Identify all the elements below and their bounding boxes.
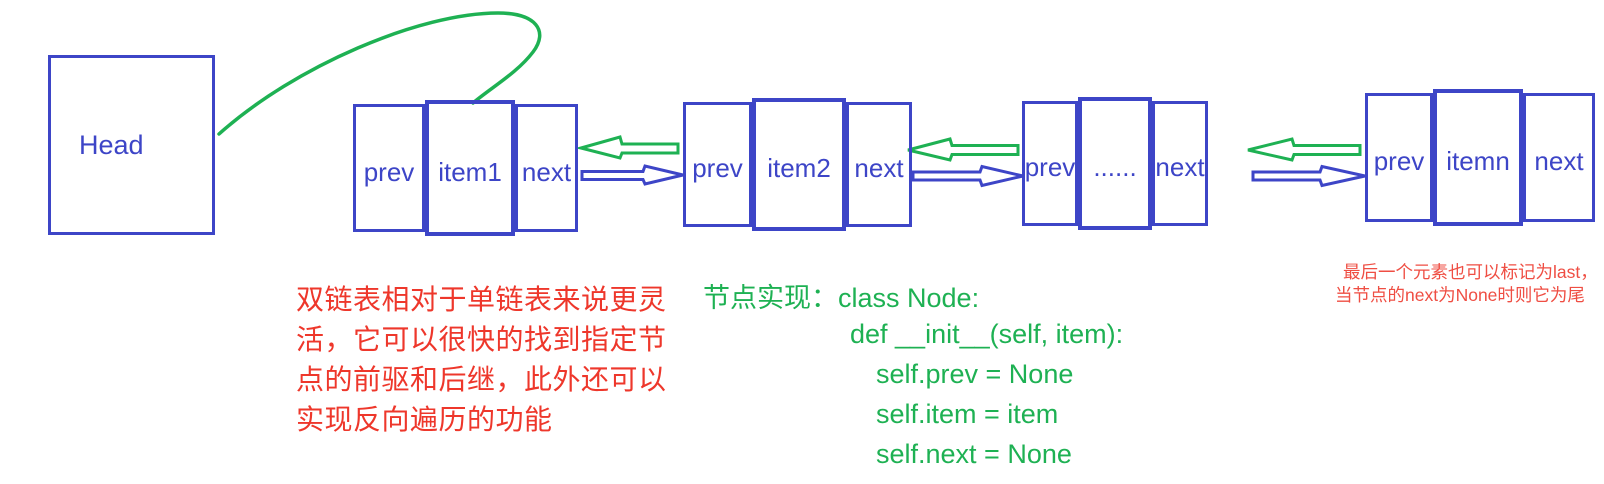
last-note-line: 最后一个元素也可以标记为last， [1343, 262, 1598, 282]
node3-prev-label: prev [1024, 152, 1076, 182]
node2-next-cell: next [846, 102, 912, 227]
prev-link-left-arrow-icon-1 [575, 135, 680, 160]
node1-prev-cell: prev [353, 104, 425, 232]
doubly-linked-list-description: 双链表相对于单链表来说更灵 活，它可以很快的找到指定节 点的前驱和后继，此外还可… [296, 280, 667, 440]
next-link-right-arrow-icon-1 [580, 164, 684, 186]
code-line-init: def __init__(self, item): [850, 319, 1124, 349]
code-line-self-next: self.next = None [876, 439, 1072, 469]
head-node-box: Head [48, 55, 215, 235]
last-node-note: 最后一个元素也可以标记为last， 当节点的next为None时则它为尾 [1335, 261, 1598, 307]
list-node-3: prev ...... next [1022, 97, 1208, 230]
code-line-self-item: self.item = item [876, 399, 1059, 429]
node1-next-label: next [521, 156, 572, 187]
node1-next-cell: next [515, 104, 578, 232]
description-line: 点的前驱和后继，此外还可以 [296, 364, 667, 395]
node2-item-label: item2 [767, 153, 831, 183]
node3-item-label: ...... [1093, 152, 1137, 182]
node3-next-cell: next [1152, 101, 1208, 226]
node1-prev-label: prev [363, 156, 415, 187]
node4-prev-label: prev [1373, 146, 1425, 176]
description-line: 双链表相对于单链表来说更灵 [296, 284, 667, 315]
next-link-right-arrow-icon-2 [911, 164, 1024, 188]
head-label: Head [79, 129, 144, 160]
code-line-self-prev: self.prev = None [876, 359, 1074, 389]
node4-item-label: itemn [1446, 146, 1510, 176]
code-line-class-def: 节点实现：class Node: [703, 283, 980, 313]
node4-next-label: next [1534, 146, 1584, 176]
node4-prev-cell: prev [1365, 93, 1433, 222]
prev-link-left-arrow-icon-2 [907, 137, 1020, 162]
node4-next-cell: next [1523, 93, 1595, 222]
node3-next-label: next [1155, 152, 1205, 182]
node3-item-cell: ...... [1078, 97, 1152, 230]
node1-item-label: item1 [438, 156, 502, 187]
list-node-4: prev itemn next [1365, 89, 1595, 226]
list-node-2: prev item2 next [683, 98, 912, 231]
list-node-1: prev item1 next [353, 100, 578, 236]
last-note-line: 当节点的next为None时则它为尾 [1335, 285, 1585, 305]
prev-link-left-arrow-icon-3 [1247, 137, 1362, 162]
node4-item-cell: itemn [1433, 89, 1523, 226]
node2-prev-label: prev [692, 153, 743, 183]
description-line: 活，它可以很快的找到指定节 [296, 324, 667, 355]
node3-prev-cell: prev [1022, 101, 1078, 226]
node2-prev-cell: prev [683, 102, 752, 227]
node2-next-label: next [854, 153, 904, 183]
node2-item-cell: item2 [752, 98, 846, 231]
description-line: 实现反向遍历的功能 [296, 404, 553, 435]
node1-item-cell: item1 [425, 100, 515, 236]
next-link-right-arrow-icon-3 [1251, 164, 1366, 188]
